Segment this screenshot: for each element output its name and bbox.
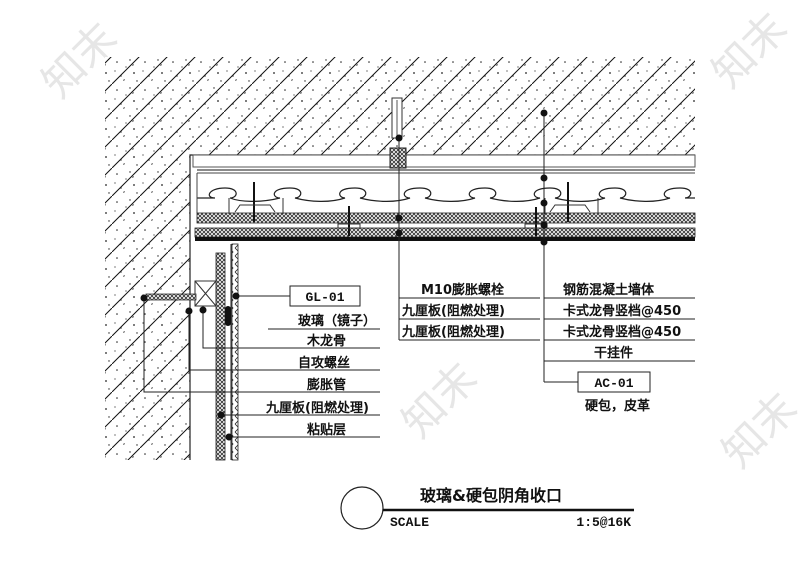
svg-text:知末: 知末 — [702, 3, 796, 97]
code-box-gl01 — [289, 285, 361, 307]
horizontal-wall-finish — [192, 97, 696, 241]
label-concrete-wall: 钢筋混凝土墙体 — [563, 282, 655, 298]
svg-text:知末: 知末 — [712, 383, 804, 477]
code-gl01: GL-01 — [305, 290, 344, 305]
label-card-keel-1: 卡式龙骨竖档@450 — [563, 303, 681, 319]
label-wood-keel: 木龙骨 — [306, 333, 346, 349]
detail-symbol-circle — [340, 486, 384, 530]
label-card-keel-2: 卡式龙骨竖档@450 — [563, 324, 681, 340]
code-ac01: AC-01 — [594, 376, 633, 391]
label-plywood-mid-2: 九厘板(阻燃处理) — [401, 324, 505, 340]
label-m10-bolt: M10膨胀螺栓 — [421, 282, 504, 298]
label-hard-pack: 硬包，皮革 — [585, 398, 650, 414]
svg-text:知末: 知末 — [392, 353, 486, 447]
label-hanger: 干挂件 — [594, 345, 633, 361]
vertical-wall-finish — [145, 243, 239, 461]
label-tapping-screw: 自攻螺丝 — [298, 355, 350, 371]
code-box-ac01 — [577, 371, 651, 393]
label-adhesive-layer: 粘贴层 — [306, 422, 346, 438]
label-plywood-mid-1: 九厘板(阻燃处理) — [401, 303, 505, 319]
leader-dots — [140, 109, 548, 441]
label-plywood-left: 九厘板(阻燃处理) — [265, 400, 369, 416]
label-expansion-pipe: 膨胀管 — [306, 377, 346, 393]
scale-label: SCALE — [390, 515, 429, 530]
scale-value: 1:5@16K — [576, 515, 631, 530]
label-glass: 玻璃（镜子） — [298, 313, 376, 329]
drawing-title: 玻璃&硬包阴角收口 — [420, 486, 562, 505]
leader-lines — [143, 113, 695, 438]
